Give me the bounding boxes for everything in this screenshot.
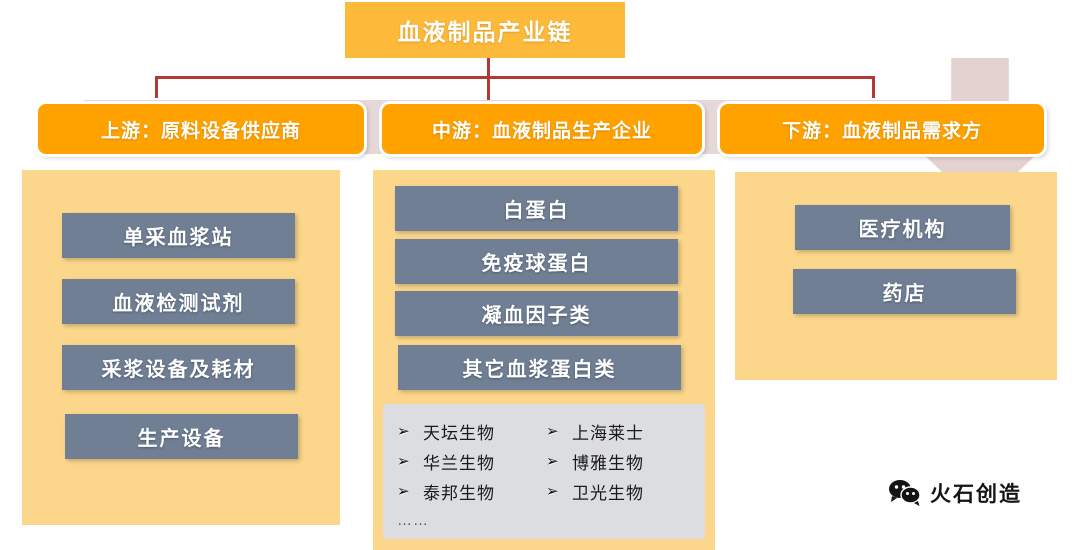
- list-item[interactable]: ➢ 博雅生物: [546, 446, 644, 476]
- company-name: 天坛生物: [423, 423, 495, 443]
- midstream-item-2-label: 凝血因子类: [481, 305, 592, 327]
- connector-drop-left: [155, 76, 158, 98]
- upstream-item-3-label: 生产设备: [137, 428, 226, 450]
- stage-label-midstream: 中游：血液制品生产企业: [431, 120, 652, 142]
- arrow-bullet-icon: ➢: [397, 483, 410, 500]
- arrow-bullet-icon: ➢: [397, 453, 410, 470]
- midstream-item-3[interactable]: 其它血浆蛋白类: [398, 345, 681, 390]
- list-item[interactable]: ➢ 泰邦生物: [397, 476, 495, 506]
- connector-horizontal: [155, 76, 875, 79]
- downstream-item-0[interactable]: 医疗机构: [795, 205, 1010, 250]
- upstream-item-1-label: 血液检测试剂: [112, 293, 245, 315]
- stage-label-downstream: 下游：血液制品需求方: [781, 120, 982, 142]
- list-item[interactable]: ➢ 卫光生物: [546, 476, 644, 506]
- stage-pill-midstream[interactable]: 中游：血液制品生产企业: [380, 102, 704, 156]
- company-column-1: ➢ 天坛生物 ➢ 华兰生物 ➢ 泰邦生物: [397, 416, 495, 506]
- chain-title-box: 血液制品产业链: [345, 2, 625, 58]
- company-name: 上海莱士: [572, 423, 644, 443]
- stage-label-upstream: 上游：原料设备供应商: [100, 120, 301, 142]
- downstream-item-1-label: 药店: [882, 283, 927, 305]
- stage-pill-upstream[interactable]: 上游：原料设备供应商: [36, 102, 366, 156]
- upstream-item-2[interactable]: 采浆设备及耗材: [62, 345, 295, 390]
- upstream-item-1[interactable]: 血液检测试剂: [62, 279, 295, 324]
- midstream-item-2[interactable]: 凝血因子类: [395, 291, 678, 336]
- list-item[interactable]: ➢ 天坛生物: [397, 416, 495, 446]
- watermark: 火石创造: [888, 478, 1022, 508]
- upstream-item-0-label: 单采血浆站: [123, 227, 234, 249]
- midstream-item-0-label: 白蛋白: [503, 200, 570, 222]
- company-name: 卫光生物: [572, 483, 644, 503]
- midstream-item-0[interactable]: 白蛋白: [395, 186, 678, 231]
- page-title: 血液制品产业链: [397, 19, 573, 45]
- upstream-item-2-label: 采浆设备及耗材: [101, 359, 256, 381]
- arrow-bullet-icon: ➢: [546, 453, 559, 470]
- midstream-item-1[interactable]: 免疫球蛋白: [395, 239, 678, 284]
- arrow-bullet-icon: ➢: [397, 423, 410, 440]
- list-item[interactable]: ➢ 华兰生物: [397, 446, 495, 476]
- watermark-text: 火石创造: [930, 483, 1022, 506]
- downstream-item-1[interactable]: 药店: [793, 269, 1016, 314]
- upstream-item-0[interactable]: 单采血浆站: [62, 213, 295, 258]
- arrow-bullet-icon: ➢: [546, 483, 559, 500]
- connector-drop-center: [487, 58, 490, 110]
- midstream-item-1-label: 免疫球蛋白: [481, 253, 592, 275]
- upstream-item-3[interactable]: 生产设备: [65, 414, 298, 459]
- connector-drop-right: [872, 76, 875, 98]
- arrow-bullet-icon: ➢: [546, 423, 559, 440]
- company-name: 博雅生物: [572, 453, 644, 473]
- midstream-item-3-label: 其它血浆蛋白类: [462, 359, 617, 381]
- wechat-icon: [889, 480, 921, 506]
- company-column-2: ➢ 上海莱士 ➢ 博雅生物 ➢ 卫光生物: [546, 416, 644, 506]
- stage-pill-downstream[interactable]: 下游：血液制品需求方: [718, 102, 1046, 156]
- midstream-company-list: ➢ 天坛生物 ➢ 华兰生物 ➢ 泰邦生物 ➢ 上海莱士 ➢ 博雅生物 ➢: [383, 404, 705, 539]
- company-name: 华兰生物: [423, 453, 495, 473]
- downstream-item-0-label: 医疗机构: [858, 219, 947, 241]
- company-list-ellipsis: ……: [397, 512, 429, 529]
- company-name: 泰邦生物: [423, 483, 495, 503]
- list-item[interactable]: ➢ 上海莱士: [546, 416, 644, 446]
